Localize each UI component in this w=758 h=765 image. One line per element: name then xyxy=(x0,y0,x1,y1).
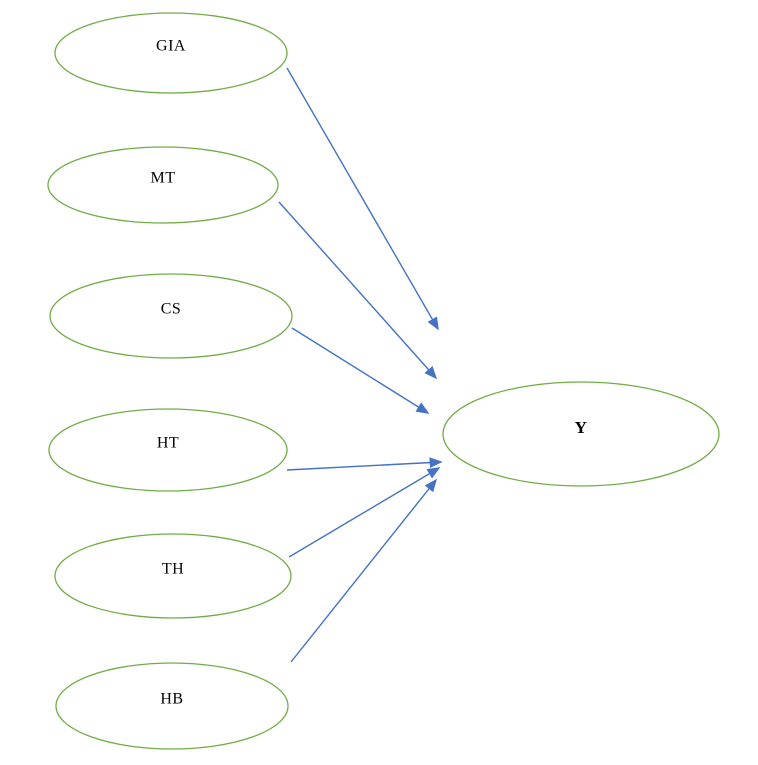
node-mt-ellipse xyxy=(47,146,279,224)
node-ht-label: HT xyxy=(157,435,179,452)
node-mt-label: MT xyxy=(151,170,176,187)
node-ht-ellipse xyxy=(48,408,288,492)
node-hb-ellipse xyxy=(55,662,289,750)
node-th-ellipse xyxy=(54,533,292,619)
node-gia-ellipse xyxy=(54,12,288,94)
edge-th-to-y xyxy=(288,467,441,558)
edge-gia-to-y xyxy=(286,67,439,331)
node-gia-label: GIA xyxy=(156,38,186,55)
edge-hb-to-y xyxy=(290,478,438,663)
edge-cs-to-y xyxy=(291,327,430,414)
node-group xyxy=(47,12,720,750)
edge-ht-to-y xyxy=(286,457,443,471)
node-th-label: TH xyxy=(162,561,184,578)
label-group: GIA MT CS HT TH HB Y xyxy=(151,38,588,708)
node-y-ellipse xyxy=(442,381,720,487)
node-y-label: Y xyxy=(575,418,588,437)
node-cs-ellipse xyxy=(49,273,293,359)
edge-group xyxy=(278,67,443,663)
edge-mt-to-y xyxy=(278,201,438,380)
node-hb-label: HB xyxy=(160,691,183,708)
node-cs-label: CS xyxy=(161,301,182,318)
